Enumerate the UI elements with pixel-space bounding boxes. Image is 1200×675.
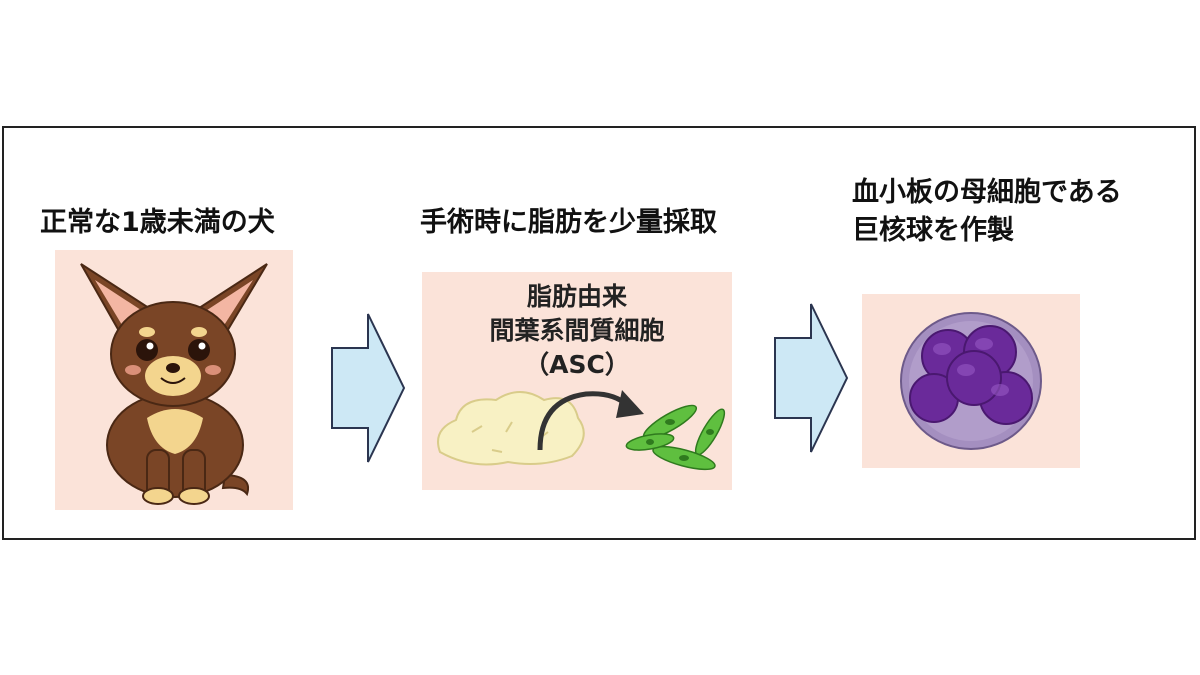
step-3-title-line-2: 巨核球を作製 [852,215,1014,246]
asc-label-line-3: （ASC） [524,350,630,379]
asc-label-line-1: 脂肪由来 [526,282,627,311]
fat-to-cells-icon [437,390,726,471]
step-1-title: 正常な1歳未満の犬 [40,207,275,238]
megakaryocyte-image [862,294,1080,468]
dog-image [55,250,293,510]
arrow-right-icon [773,302,849,454]
fat-harvest-image: 脂肪由来 間葉系間質細胞 （ASC） [422,272,732,490]
arrow-right-icon [330,312,406,464]
chihuahua-puppy-icon [80,263,268,505]
step-3-title-line-1: 血小板の母細胞である [852,177,1122,208]
asc-label-line-2: 間葉系間質細胞 [489,316,665,345]
megakaryocyte-cell-icon [900,312,1042,450]
step-2-title: 手術時に脂肪を少量採取 [420,207,717,238]
